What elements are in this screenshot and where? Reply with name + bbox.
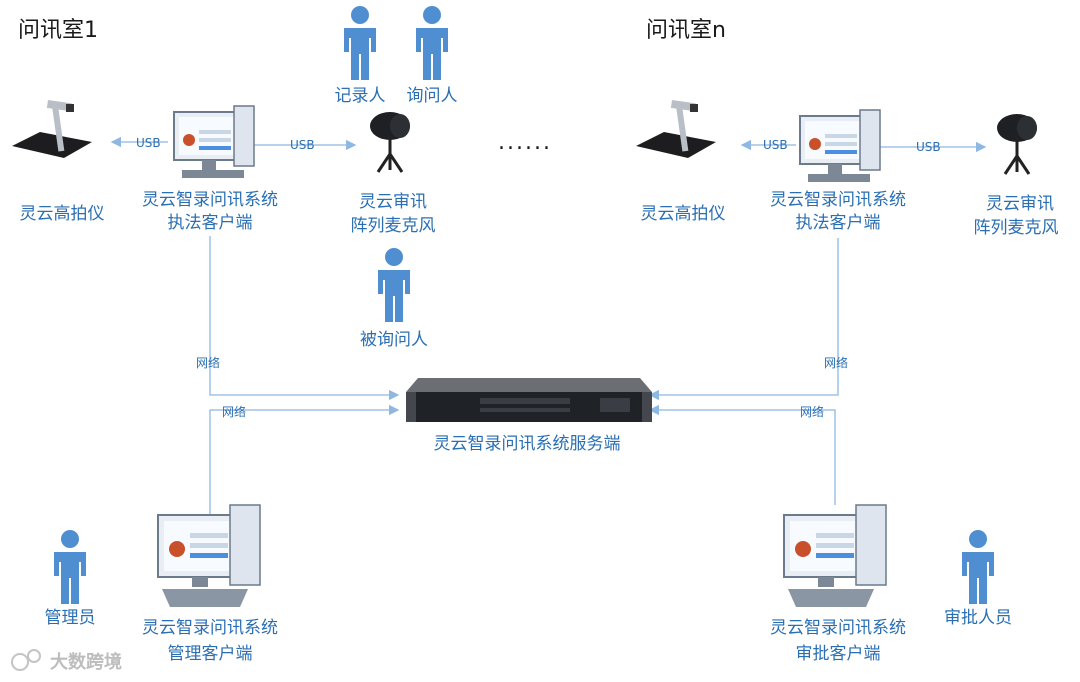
inquirer-label: 询问人 xyxy=(406,86,458,106)
camera-icon-roomn xyxy=(636,100,716,158)
network-label-admin: 网络 xyxy=(222,405,247,419)
law-client-label1-roomn: 灵云智录问讯系统 xyxy=(770,190,906,210)
microphone-icon-roomn xyxy=(995,112,1039,176)
approver-label: 审批人员 xyxy=(944,608,1012,628)
camera-icon-room1 xyxy=(12,100,92,158)
mic-label1-room1: 灵云审讯 xyxy=(359,192,427,212)
admin-client-label1: 灵云智录问讯系统 xyxy=(142,618,278,638)
law-client-label1-room1: 灵云智录问讯系统 xyxy=(142,190,278,210)
computer-icon-approver-client xyxy=(783,504,887,608)
mic-label2-roomn: 阵列麦克风 xyxy=(973,218,1059,238)
inquired-person-icon xyxy=(378,248,410,322)
inquirer-person-icon xyxy=(416,6,448,80)
network-link-approver-server xyxy=(648,404,836,505)
watermark-logo-icon xyxy=(11,649,41,671)
network-label-roomn: 网络 xyxy=(824,356,849,370)
network-link-room1-server xyxy=(209,236,400,401)
inquired-label: 被询问人 xyxy=(360,330,428,350)
usb-label-room1-mic: USB xyxy=(290,138,315,152)
watermark-text: 大数跨境 xyxy=(50,652,122,673)
camera-label-roomn: 灵云高拍仪 xyxy=(640,204,726,224)
usb-label-room1-camera: USB xyxy=(136,136,161,150)
ellipsis: ...... xyxy=(498,130,552,155)
approver-client-label2: 审批客户端 xyxy=(795,644,881,664)
network-link-roomn-server xyxy=(648,238,839,401)
room1-title: 问讯室1 xyxy=(18,18,98,43)
network-link-admin-server xyxy=(209,404,400,520)
admin-client-label2: 管理客户端 xyxy=(167,644,253,664)
roomn-title: 问讯室n xyxy=(646,18,726,43)
server-icon xyxy=(406,378,652,422)
computer-icon-admin-client xyxy=(157,504,261,608)
law-client-label2-roomn: 执法客户端 xyxy=(795,213,881,233)
server-label: 灵云智录问讯系统服务端 xyxy=(433,434,621,454)
usb-label-roomn-camera: USB xyxy=(763,138,788,152)
network-label-approver: 网络 xyxy=(800,405,825,419)
computer-icon-law-client-room1 xyxy=(173,105,255,179)
admin-person-icon xyxy=(54,530,86,604)
microphone-icon-room1 xyxy=(368,110,412,174)
usb-label-roomn-mic: USB xyxy=(916,140,941,154)
admin-label: 管理员 xyxy=(44,608,96,628)
mic-label2-room1: 阵列麦克风 xyxy=(350,216,436,236)
network-label-room1: 网络 xyxy=(196,356,221,370)
approver-client-label1: 灵云智录问讯系统 xyxy=(770,618,906,638)
mic-label1-roomn: 灵云审讯 xyxy=(986,194,1054,214)
recorder-label: 记录人 xyxy=(334,86,386,106)
recorder-person-icon xyxy=(344,6,376,80)
camera-label-room1: 灵云高拍仪 xyxy=(19,204,105,224)
approver-person-icon xyxy=(962,530,994,604)
law-client-label2-room1: 执法客户端 xyxy=(167,213,253,233)
computer-icon-law-client-roomn xyxy=(799,109,881,183)
